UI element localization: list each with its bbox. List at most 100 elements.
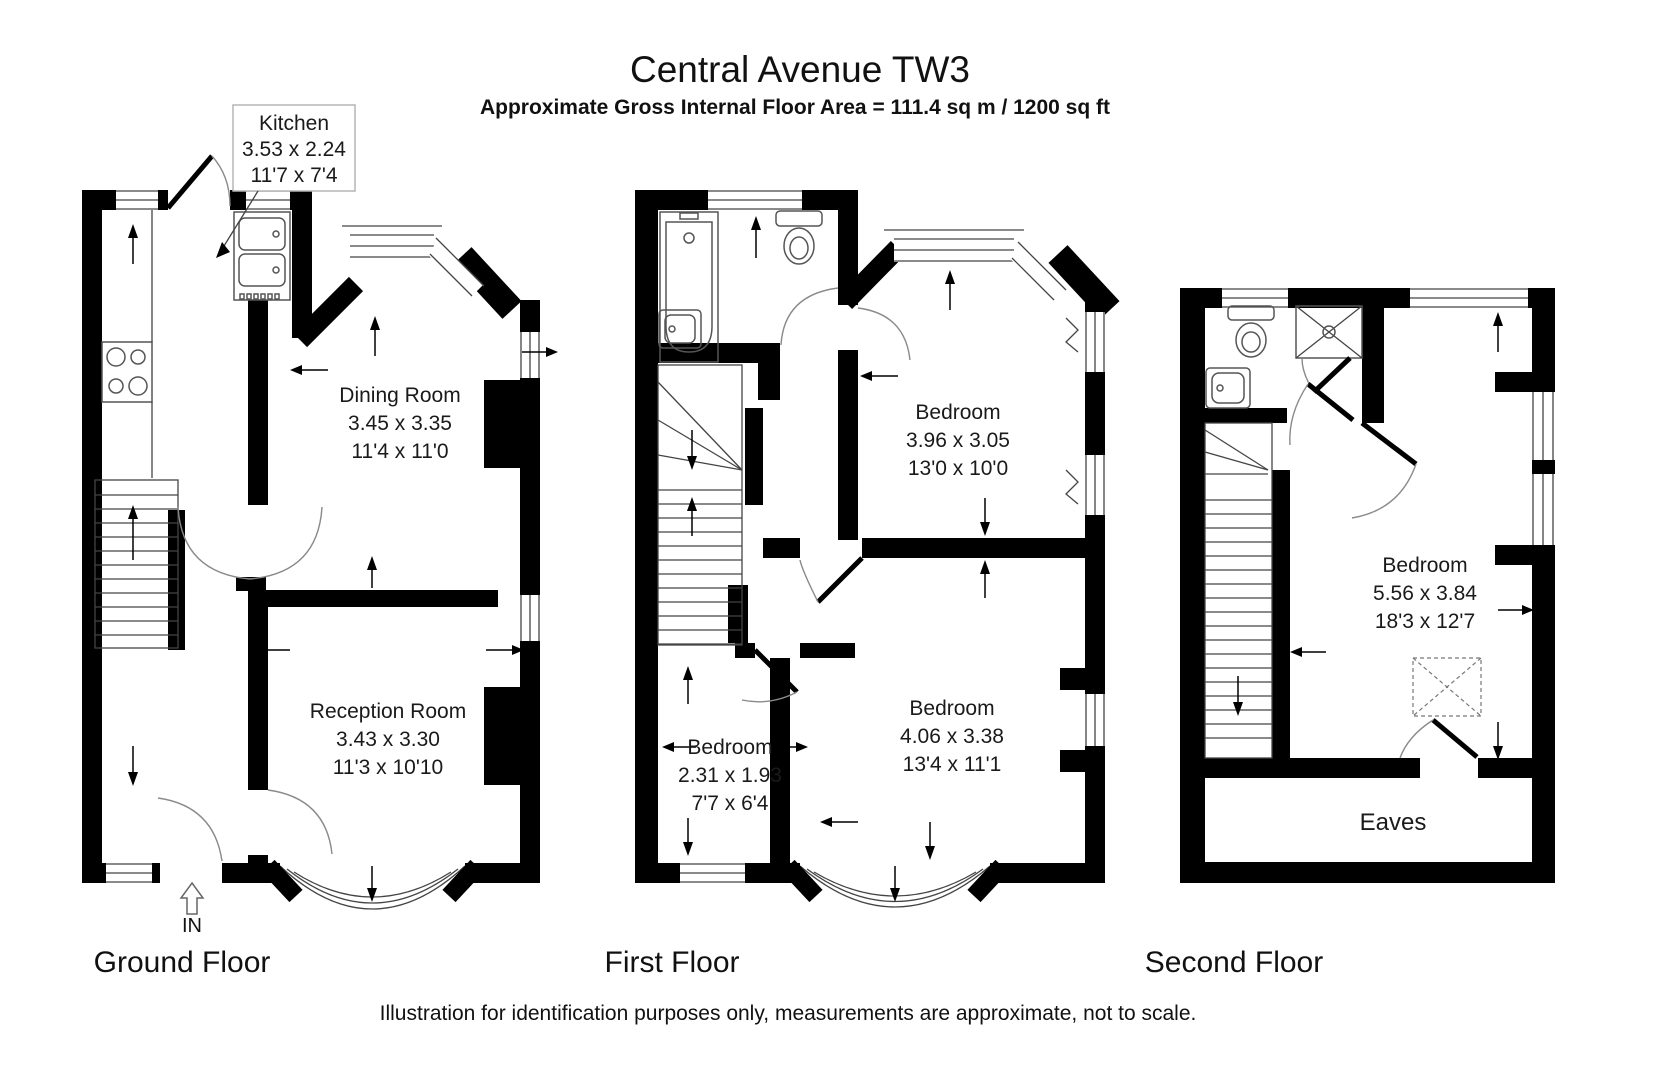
dining-room-dimensions-metric: 3.45 x 3.35 [348,412,452,435]
bedroom-first-small-dimensions-metric: 2.31 x 1.93 [678,764,782,787]
window [1085,694,1105,746]
window [1222,288,1288,308]
first-floor-label: First Floor [605,946,740,979]
door [177,506,323,580]
wall [728,585,748,643]
dimension-arrow [662,216,990,902]
wall [635,190,658,883]
toilet [1227,305,1275,358]
wall [770,658,790,883]
first-floor-plan: Bedroom 3.96 x 3.05 13'0 x 10'0 Bedroom … [635,190,1120,908]
curved-bay-window [261,859,484,910]
kitchen-dimensions-metric: 3.53 x 2.24 [242,138,346,161]
toilet [775,210,823,265]
reception-room-name: Reception Room [310,700,466,723]
wall [236,577,266,591]
second-floor-label: Second Floor [1145,946,1323,979]
window [1085,455,1105,515]
wall [745,408,763,505]
wall [465,863,540,883]
window [106,863,152,883]
wall [1205,758,1420,778]
page-title: Central Avenue TW3 [630,49,970,90]
door [267,789,333,855]
wall [82,190,102,883]
window [1410,288,1528,308]
shower [1295,305,1363,359]
bedroom-second-dimensions-metric: 5.56 x 3.84 [1373,582,1477,605]
bedroom-first-rear-name: Bedroom [915,401,1000,424]
window [708,190,802,210]
hob [101,341,153,403]
window [680,863,745,883]
wall [1532,288,1555,883]
bedroom-first-front-dimensions-metric: 4.06 x 3.38 [900,725,1004,748]
floor-area-subtitle: Approximate Gross Internal Floor Area = … [480,96,1110,119]
bedroom-first-front-dimensions-imperial: 13'4 x 11'1 [903,753,1002,776]
wall [1180,288,1205,883]
chimney-breast [484,380,520,468]
wall [1205,408,1287,423]
bathroom-sink [1205,367,1251,409]
wall [862,538,1105,558]
reception-room-dimensions-metric: 3.43 x 3.30 [336,728,440,751]
wall [635,863,680,883]
wall [758,343,780,400]
staircase [1204,422,1273,759]
wall [168,510,185,650]
entrance-arrow-icon [179,881,205,915]
skylight [1412,657,1482,717]
kitchen-name: Kitchen [259,112,329,135]
window [1085,312,1105,372]
window [246,190,290,210]
wall [248,300,268,505]
wall [635,190,708,210]
bedroom-first-rear-dimensions-imperial: 13'0 x 10'0 [908,457,1008,480]
window [116,190,158,210]
wall [838,190,858,305]
bedroom-first-rear-dimensions-metric: 3.96 x 3.05 [906,429,1010,452]
bay-window [884,229,1067,302]
bathroom-sink [658,309,702,349]
wall [763,538,800,558]
reception-room-dimensions-imperial: 11'3 x 10'10 [333,756,443,779]
kitchen-label-box [232,104,356,192]
kitchen-sink [233,211,291,301]
wall [1060,750,1086,772]
wall [1495,372,1532,392]
door [1289,356,1479,759]
bay-wall [452,247,522,319]
door [166,154,231,210]
bay-wall [837,240,906,310]
dining-room-dimensions-imperial: 11'4 x 11'0 [351,440,448,463]
wall [1288,288,1410,308]
dimension-arrow [1290,312,1534,760]
window-break-icon [1065,317,1079,353]
leader-arrow [216,242,230,258]
window [520,332,540,378]
wall [838,350,858,540]
wall [222,863,280,883]
entrance-door [157,797,223,862]
door [741,287,911,703]
bay-wall [1048,245,1120,319]
wall [735,643,755,658]
kitchen-dimensions-imperial: 11'7 x 7'4 [250,164,337,187]
wall [1060,668,1086,690]
bay-wall [292,276,364,348]
wall [1495,545,1532,565]
wall [990,863,1105,883]
staircase [94,479,179,649]
wall [1085,300,1105,883]
bathtub [659,211,719,363]
bedroom-second-name: Bedroom [1382,554,1467,577]
wall [520,300,540,883]
bedroom-first-small-name: Bedroom [687,736,772,759]
ground-floor-plan: IN Kitchen 3.53 x 2.24 11'7 x 7'4 Dining… [82,104,558,937]
window [520,595,540,641]
eaves-label: Eaves [1360,809,1427,836]
wall [248,607,268,790]
bay-window [342,225,485,298]
